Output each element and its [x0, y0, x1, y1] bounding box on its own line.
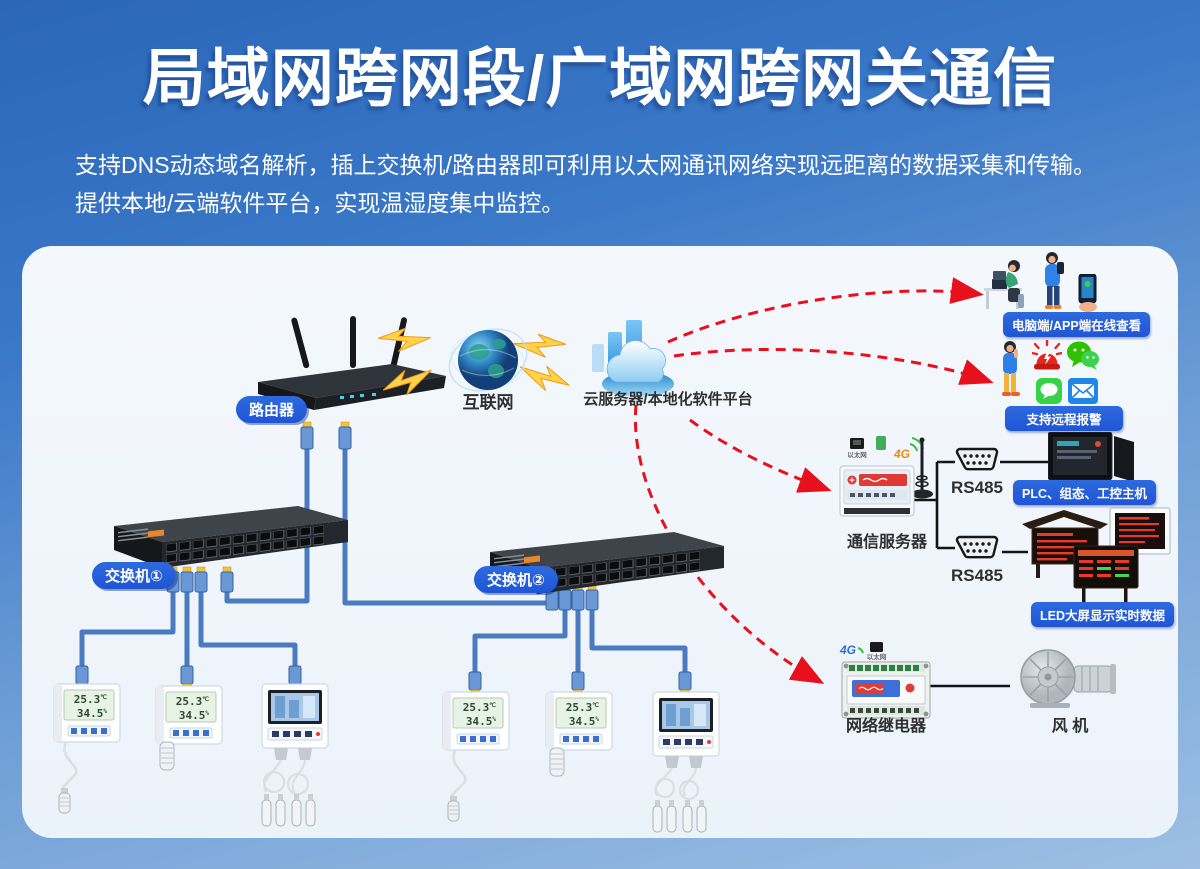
fan-blower-icon — [1020, 649, 1116, 708]
remote-alarm-label: 支持远程报警 — [1005, 406, 1123, 431]
page-title: 局域网跨网段/广域网跨网关通信 — [142, 44, 1058, 114]
wechat-icon — [1067, 341, 1099, 370]
subtitle-line-2: 提供本地/云端软件平台，实现温湿度集中监控。 — [75, 190, 565, 216]
multi-probe-sensor — [261, 683, 329, 827]
switch-illustration — [490, 532, 724, 594]
probe-cables — [262, 759, 310, 796]
rs485-bottom-label: RS485 — [951, 566, 1003, 585]
internet-label: 互联网 — [462, 393, 514, 412]
sms-message-icon — [1036, 378, 1062, 404]
probe-cables — [654, 767, 700, 801]
plc-label: PLC、组态、工控主机 — [1013, 480, 1157, 505]
relay-device — [841, 661, 931, 719]
remote-alarm-group — [996, 338, 1108, 404]
cloud-server-icon — [592, 320, 674, 397]
ethernet-port-icon: 以太网 — [847, 438, 867, 459]
rs485-connector-icon — [955, 447, 999, 471]
router-label: 路由器 — [236, 396, 308, 423]
probe-icon — [447, 796, 460, 822]
svg-text:34.5%: 34.5% — [569, 715, 600, 728]
comm-server-label: 通信服务器 — [846, 534, 927, 551]
network-relay-illustration: 4G 以太网 — [839, 642, 931, 719]
svg-text:以太网: 以太网 — [847, 450, 867, 459]
cloud-server-label: 云服务器/本地化软件平台 — [583, 391, 753, 408]
person-calling-icon — [1002, 341, 1020, 396]
probe-icon — [159, 741, 175, 771]
svg-text:25.3℃: 25.3℃ — [463, 701, 497, 714]
sim-card-icon — [876, 436, 886, 450]
svg-text:25.3℃: 25.3℃ — [176, 695, 210, 708]
probe-icon — [549, 747, 565, 777]
person-phone-icon — [1045, 252, 1064, 309]
lightning-icon — [377, 327, 431, 352]
signal-arcs-icon — [857, 647, 864, 654]
svg-text:25.3℃: 25.3℃ — [74, 693, 108, 706]
svg-text:34.5%: 34.5% — [77, 707, 108, 720]
lightning-icon — [382, 369, 432, 395]
rs485-top-label: RS485 — [951, 478, 1003, 497]
rj45-plugs — [75, 421, 692, 696]
internet-globe-icon — [448, 328, 528, 392]
probe-icons — [652, 800, 707, 833]
pc-app-view-group — [978, 250, 1104, 312]
person-laptop-icon — [984, 260, 1024, 309]
svg-text:34.5%: 34.5% — [466, 715, 497, 728]
network-relay-label: 网络继电器 — [845, 718, 926, 735]
temp-humidity-sensor: 25.3℃ 34.5% — [442, 691, 510, 822]
switch2-label: 交换机② — [474, 566, 558, 593]
probe-icons — [261, 794, 316, 827]
svg-text:25.3℃: 25.3℃ — [566, 701, 600, 714]
probe-icon — [58, 788, 71, 814]
lightning-icon — [519, 365, 570, 391]
svg-text:34.5%: 34.5% — [179, 709, 210, 722]
comm-server-device — [839, 465, 915, 517]
4g-badge: 4G — [893, 447, 910, 461]
temp-humidity-sensor: 25.3℃ 34.5% — [53, 683, 121, 814]
rs485-connector-icon — [955, 535, 999, 559]
led-screen-label: LED大屏显示实时数据 — [1031, 602, 1175, 627]
pc-app-view-label: 电脑端/APP端在线查看 — [1003, 312, 1151, 337]
4g-badge: 4G — [839, 643, 856, 657]
diagram-panel: 路由器 互联网 — [22, 246, 1178, 838]
lightning-icon — [513, 333, 567, 358]
siren-alarm-icon — [1032, 340, 1062, 370]
mail-icon — [1068, 378, 1098, 404]
antenna-icon — [911, 437, 933, 499]
fan-label: 风 机 — [1051, 718, 1089, 735]
led-screens-icon — [1022, 507, 1171, 605]
hand-phone-icon — [1078, 274, 1097, 312]
multi-probe-sensor — [652, 691, 720, 833]
ethernet-port-icon: 以太网 — [867, 642, 887, 661]
subtitle-line-1: 支持DNS动态域名解析，插上交换机/路由器即可利用以太网通讯网络实现远距离的数据… — [75, 152, 1096, 178]
temp-humidity-sensor: 25.3℃ 34.5% — [155, 685, 223, 771]
switch1-label: 交换机① — [92, 562, 176, 589]
probe-cable — [450, 749, 467, 803]
hmi-monitor-icon — [1048, 432, 1134, 482]
switch-illustration — [114, 506, 348, 568]
temp-humidity-sensor: 25.3℃ 34.5% — [545, 691, 613, 777]
comm-server-illustration: 以太网 4G — [839, 436, 933, 517]
svg-text:以太网: 以太网 — [867, 652, 887, 661]
probe-cable — [61, 741, 78, 795]
